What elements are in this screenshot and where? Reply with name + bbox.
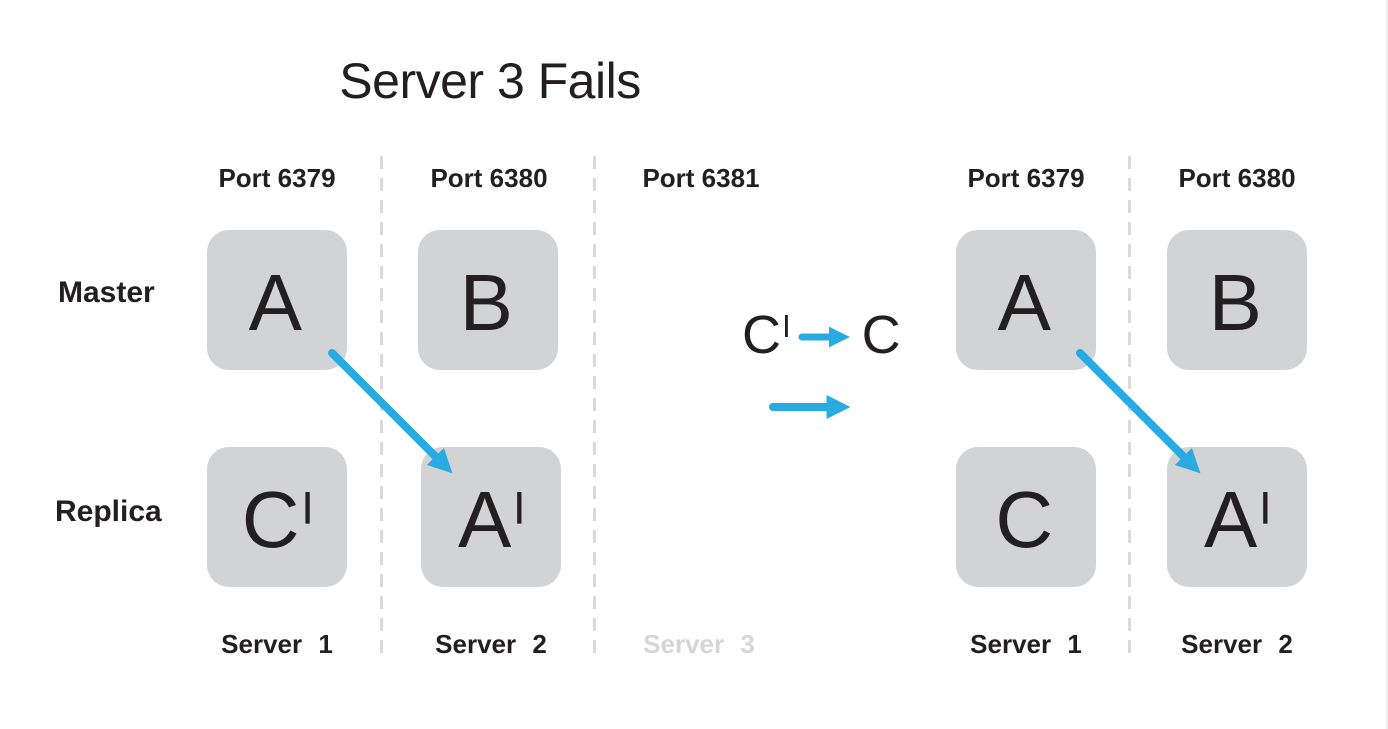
server-label: Server 2 xyxy=(1181,629,1293,659)
server-label: Server 2 xyxy=(435,629,547,659)
promotion-note: C| C xyxy=(742,308,901,362)
replica-node-box: C xyxy=(956,447,1096,587)
port-label: Port 6380 xyxy=(430,163,548,193)
node-label: B xyxy=(1208,258,1262,347)
replica-node-box: A| xyxy=(1167,447,1307,587)
row-label-replica: Replica xyxy=(55,495,162,528)
node-label: A| xyxy=(457,475,525,564)
right-arrow-icon xyxy=(798,326,850,348)
port-label: Port 6380 xyxy=(1178,163,1296,193)
master-node-box: B xyxy=(418,230,558,370)
failover-arrow-right xyxy=(1076,349,1201,474)
column-divider xyxy=(1128,156,1131,658)
master-node-box: A xyxy=(207,230,347,370)
column-divider xyxy=(593,156,596,658)
transition-arrow-icon xyxy=(769,395,851,419)
server-label: Server 1 xyxy=(221,629,333,659)
prime-mark: | xyxy=(1260,487,1271,525)
diagram-title: Server 3 Fails xyxy=(339,53,641,109)
master-node-box: A xyxy=(956,230,1096,370)
node-label: B xyxy=(459,258,513,347)
prime-mark: | xyxy=(302,487,313,525)
node-label: A xyxy=(248,258,302,347)
server-label: Server 1 xyxy=(970,629,1082,659)
prime-mark: | xyxy=(783,311,790,338)
replica-node-box: C| xyxy=(207,447,347,587)
port-label: Port 6381 xyxy=(642,163,760,193)
port-label: Port 6379 xyxy=(967,163,1085,193)
prime-mark: | xyxy=(514,487,525,525)
failover-arrow-left xyxy=(328,349,453,474)
master-node-box: B xyxy=(1167,230,1307,370)
node-label: A xyxy=(997,258,1051,347)
server-label-failed: Server 3 xyxy=(643,629,755,659)
port-label: Port 6379 xyxy=(218,163,336,193)
node-label: C xyxy=(995,475,1054,564)
row-label-master: Master xyxy=(58,276,155,309)
promotion-from: C| xyxy=(742,305,790,365)
node-label: A| xyxy=(1203,475,1271,564)
replica-node-box: A| xyxy=(421,447,561,587)
node-label: C| xyxy=(241,475,313,564)
image-edge-line xyxy=(1386,0,1388,729)
column-divider xyxy=(380,156,383,658)
promotion-to: C xyxy=(861,305,901,365)
